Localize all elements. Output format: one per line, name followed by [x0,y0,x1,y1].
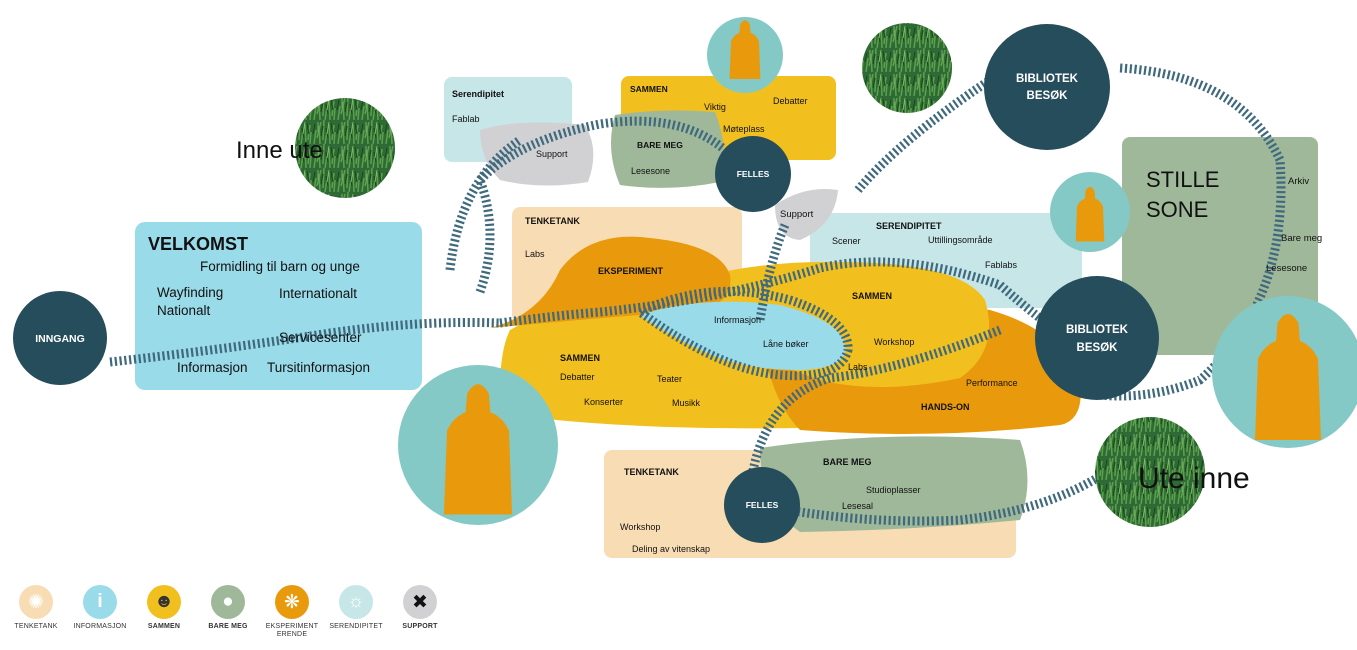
baremeg-bottom-item: Lesesal [842,501,873,511]
baremeg-bottom-title: BARE MEG [823,457,872,467]
serendipitet-mid-title: SERENDIPITET [876,221,942,231]
tenketank-bottom-item: Workshop [620,522,660,532]
legend-label: TENKETANK [14,623,58,630]
ute-inne-label: Ute inne [1138,462,1250,495]
felles-top-label: FELLES [737,169,770,179]
felles-bottom-label: FELLES [746,500,779,510]
legend-item-bare-meg: ● BARE MEG [196,585,260,631]
lightbulb-icon: ☼ [339,585,373,619]
sammen-mid-item: Workshop [874,337,914,347]
legend-label: SERENDIPITET [329,623,383,630]
velkomst-item: Tursitinformasjon [267,360,370,375]
felles-top-node [715,136,791,212]
stille-line2: SONE [1146,197,1208,222]
legend-label: INFORMASJON [73,623,127,630]
ute-inne-photo [1095,417,1205,527]
group-icon: ☻ [147,585,181,619]
info-lane-item: Låne bøker [763,339,809,349]
legend-label: EKSPERIMENT ERENDE [265,623,319,638]
tenketank-bottom-title: TENKETANK [624,467,679,477]
baremeg-top-title: BARE MEG [637,140,683,150]
stille-line1: STILLE [1146,167,1219,192]
sammen-left-title: SAMMEN [560,353,600,363]
baremeg-bottom-item: Studioplasser [866,485,921,495]
sammen-mid-title: SAMMEN [852,291,892,301]
baremeg-top-zone [611,110,724,188]
bibliotek-mid-line1: BIBLIOTEK [1066,324,1129,336]
serendipitet-top-title: Serendipitet [452,89,504,99]
inne-ute-photo [295,98,395,198]
person-circle-right-small [1050,172,1130,252]
legend-label: SAMMEN [147,623,181,630]
sammen-top-item: Debatter [773,96,808,106]
serendipitet-mid-item: Uttillingsområde [928,235,993,245]
eksperiment-zone [490,236,731,328]
bibliotek-top-node [984,24,1110,150]
info-icon: i [83,585,117,619]
legend-item-eksperiment-erende: ❋ EKSPERIMENT ERENDE [260,585,324,639]
velkomst-item: Nationalt [157,303,211,318]
velkomst-item: Wayfinding [157,285,223,300]
stille-item: Bare meg [1281,233,1322,244]
legend-label: BARE MEG [208,623,248,630]
velkomst-item: Servicesenter [279,330,362,345]
support-top-zone [480,122,594,186]
grass-photo-top [862,23,952,113]
tenketank-mid-title: TENKETANK [525,216,580,226]
person-circle-left-large [398,365,558,525]
info-lane-zone [640,301,846,370]
sammen-left-item: Teater [657,374,682,384]
bibliotek-mid-node [1035,276,1159,400]
velkomst-item: Internationalt [279,286,357,301]
felles-bottom-node [724,467,800,543]
inngang-label: INNGANG [35,333,85,345]
info-lane-item: Informasjon [714,315,761,325]
sammen-left-item: Musikk [672,398,701,408]
person-icon: ● [211,585,245,619]
sammen-left-item: Debatter [560,372,595,382]
serendipitet-top-item: Fablab [452,114,480,124]
baremeg-bottom-zone [760,436,1028,532]
baremeg-top-item: Lesesone [631,166,670,176]
support-mid-label: Support [780,209,814,220]
person-circle-top [707,17,783,93]
inne-ute-label: Inne ute [236,137,323,164]
sammen-top-title: SAMMEN [630,84,668,94]
tenketank-mid-item: Labs [525,249,545,259]
velkomst-item: Formidling til barn og unge [200,259,360,274]
legend-item-support: ✖ SUPPORT [388,585,452,631]
legend-item-serendipitet: ☼ SERENDIPITET [324,585,388,631]
tenketank-bottom-item: Deling av vitenskap [632,544,710,554]
tools-icon: ✖ [403,585,437,619]
handson-item: Performance [966,378,1018,388]
support-mid-zone [775,189,838,240]
bibliotek-mid-line2: BESØK [1077,342,1119,354]
brain-icon: ✺ [19,585,53,619]
stille-item: Lesesone [1266,263,1307,274]
sammen-mid-item: Labs [848,362,868,372]
stille-item: Arkiv [1288,176,1309,187]
legend-item-sammen: ☻ SAMMEN [132,585,196,631]
sammen-top-item: Viktig [704,102,726,112]
sammen-top-item: Møteplass [723,124,765,134]
velkomst-item: Informasjon [177,360,248,375]
legend-item-tenketank: ✺ TENKETANK [4,585,68,631]
inngang-node [13,291,107,385]
velkomst-title: VELKOMST [148,234,248,254]
person-circle-right-large [1212,296,1357,448]
eksperiment-label: EKSPERIMENT [598,266,664,276]
route-paths [109,63,1286,526]
bibliotek-top-line2: BESØK [1027,90,1069,102]
bibliotek-top-line1: BIBLIOTEK [1016,73,1079,85]
legend-label: SUPPORT [402,623,438,630]
serendipitet-mid-item: Scener [832,236,861,246]
sammen-left-item: Konserter [584,397,623,407]
handson-title: HANDS-ON [921,402,970,412]
serendipitet-mid-item: Fablabs [985,260,1018,270]
support-top-label: Support [536,149,568,159]
celebrate-icon: ❋ [275,585,309,619]
